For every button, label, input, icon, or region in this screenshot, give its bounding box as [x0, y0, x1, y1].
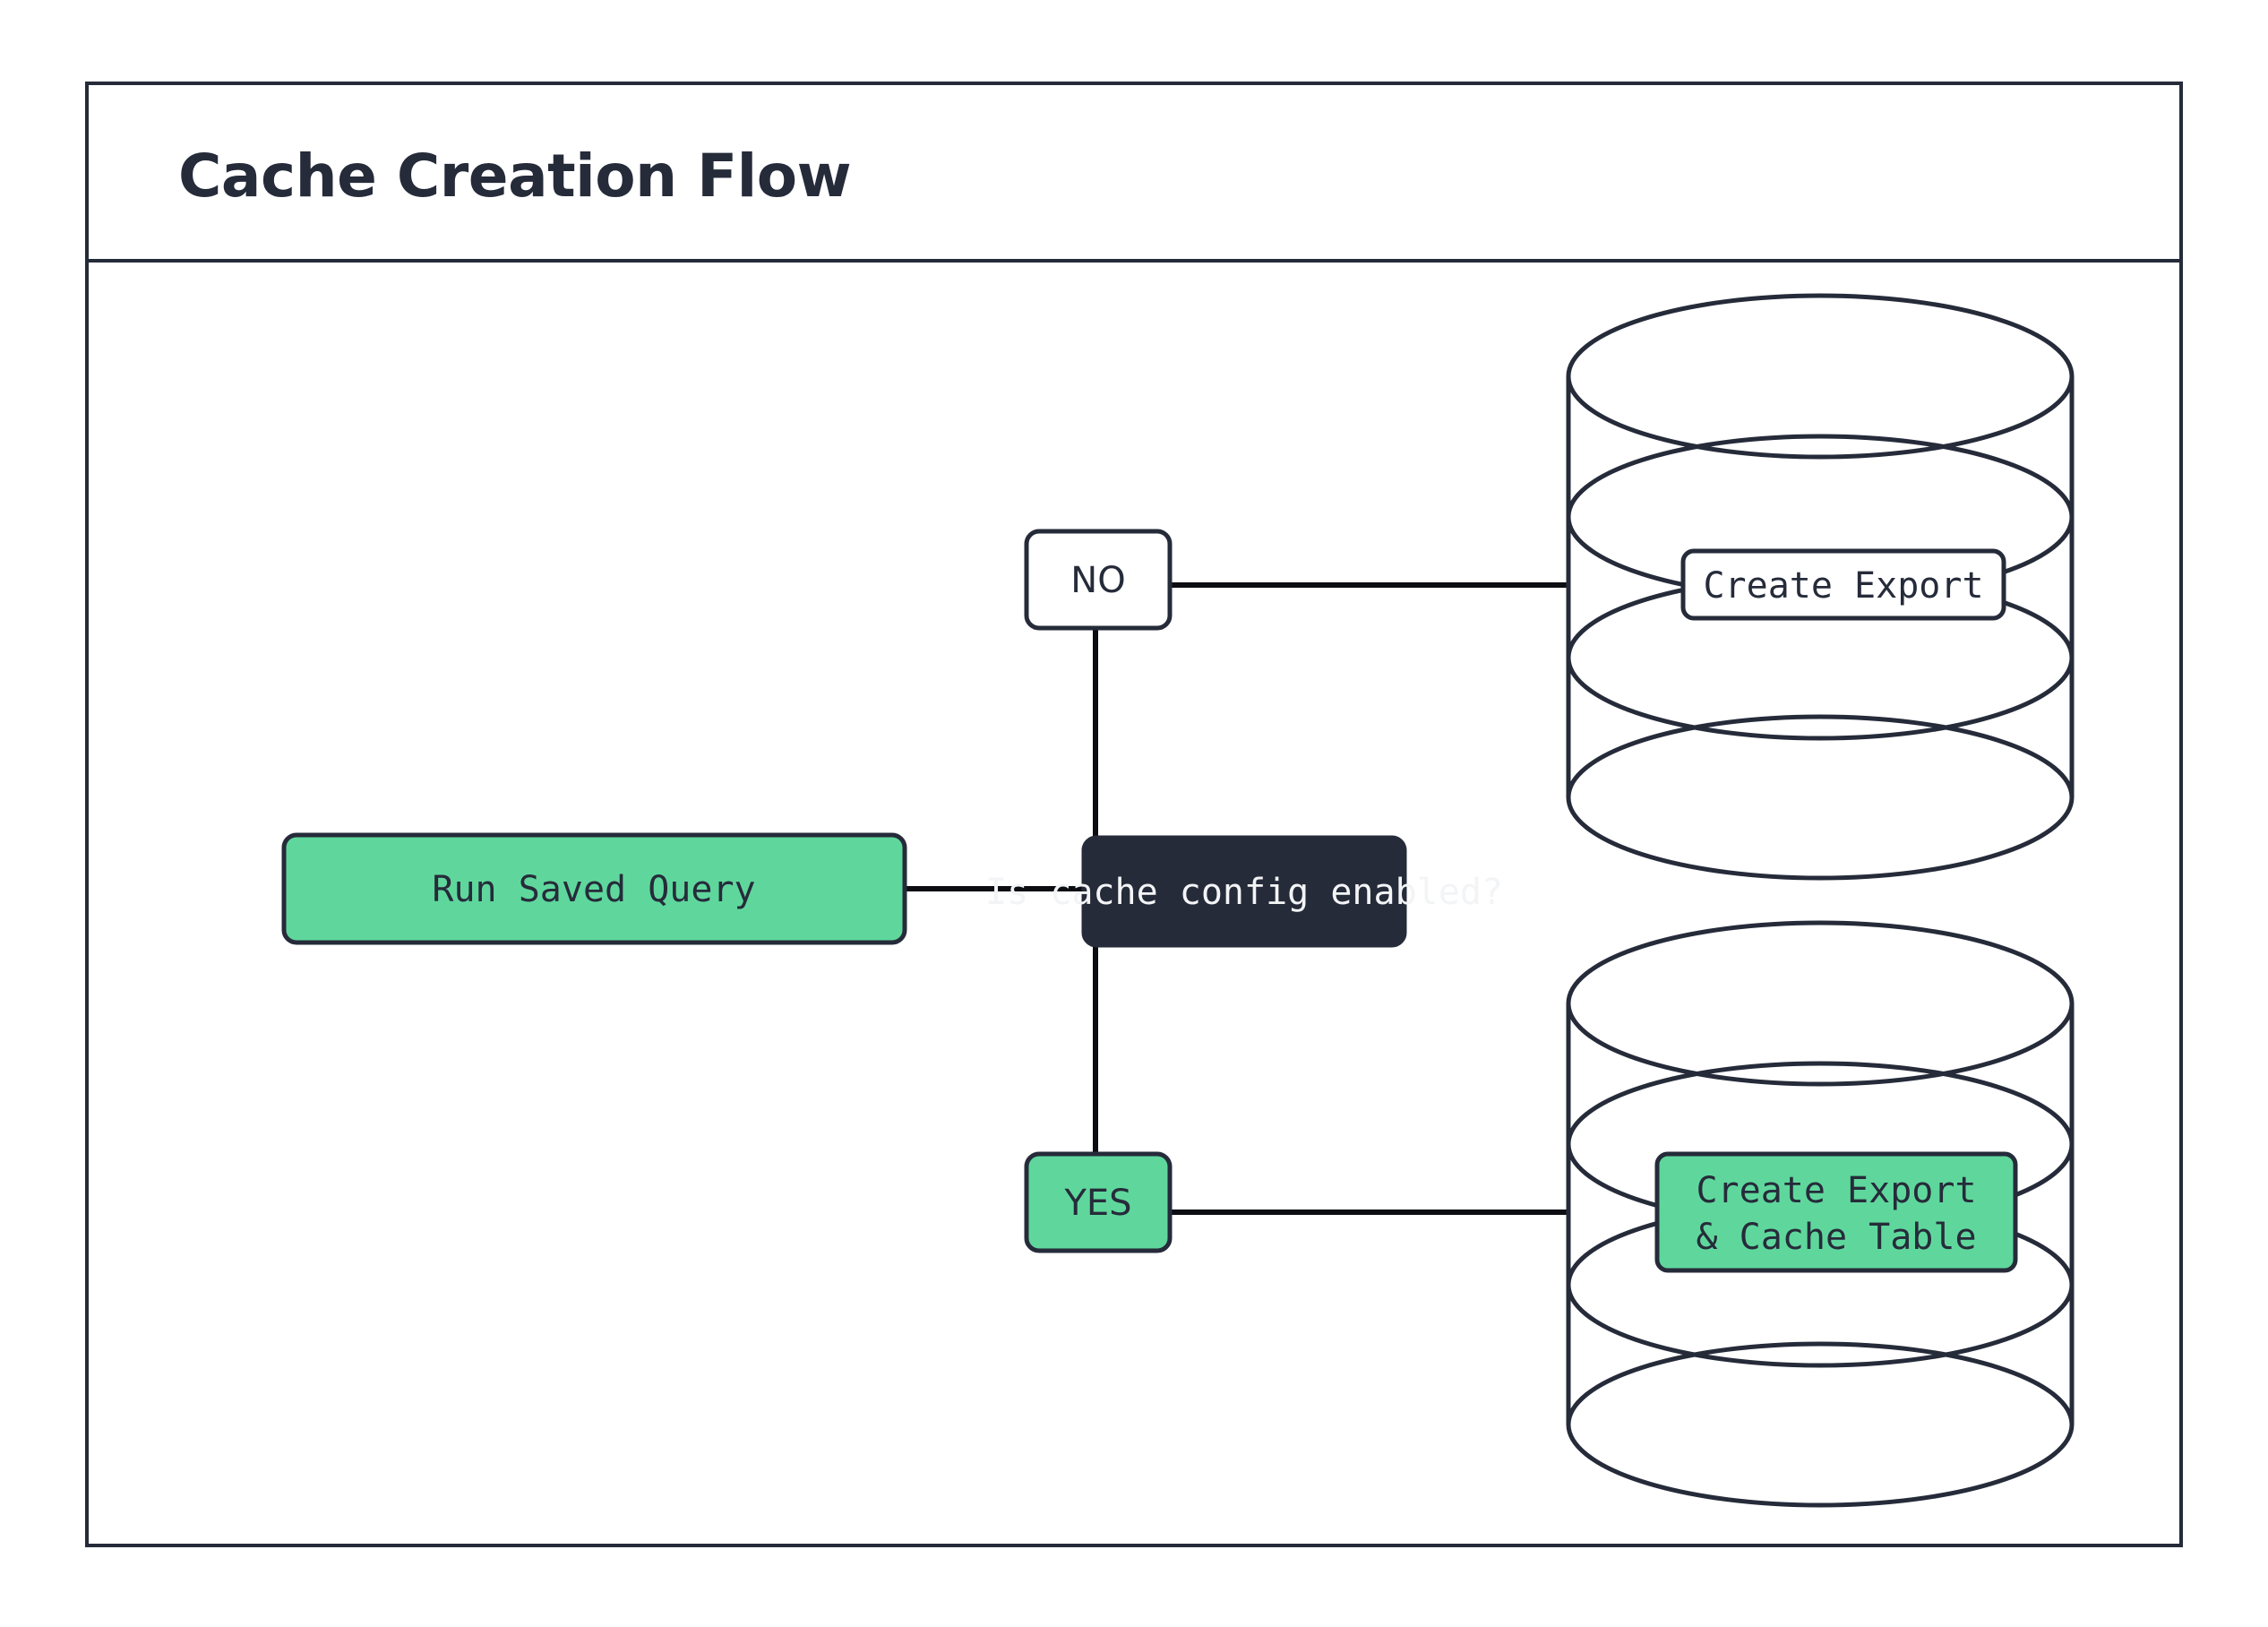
branch-yes-box: [1024, 1151, 1173, 1253]
database-create-export-label: Create Export: [1703, 565, 1983, 607]
decision-box: [1081, 835, 1407, 948]
cylinder-disk-1: [1566, 293, 2075, 460]
node-branch-yes[interactable]: YES: [1024, 1151, 1173, 1253]
cylinder-disk-4: [1566, 714, 2075, 881]
database-cache-label-line1: Create Export: [1696, 1170, 1976, 1211]
database-create-export-cache-table[interactable]: Create Export & Cache Table: [1566, 920, 2075, 1508]
decision-label: Is cache config enabled?: [985, 872, 1503, 913]
cylinder-disk-1: [1566, 920, 2075, 1087]
branch-no-box: [1024, 529, 1173, 631]
branch-no-label: NO: [1070, 560, 1125, 601]
cylinder-disk-4: [1566, 1341, 2075, 1508]
node-decision-cache-config[interactable]: Is cache config enabled?: [985, 835, 1503, 948]
database-label-box: [1654, 1151, 2018, 1273]
page-title: Cache Creation Flow: [178, 142, 851, 211]
database-cache-label-line2: & Cache Table: [1696, 1217, 1976, 1258]
node-branch-no[interactable]: NO: [1024, 529, 1173, 631]
run-saved-query-box: [281, 832, 907, 945]
branch-yes-label: YES: [1063, 1183, 1131, 1224]
run-saved-query-label: Run Saved Query: [432, 869, 755, 910]
node-run-saved-query[interactable]: Run Saved Query: [281, 832, 907, 945]
database-label-box: [1680, 548, 2006, 621]
database-create-export[interactable]: Create Export: [1566, 293, 2075, 881]
